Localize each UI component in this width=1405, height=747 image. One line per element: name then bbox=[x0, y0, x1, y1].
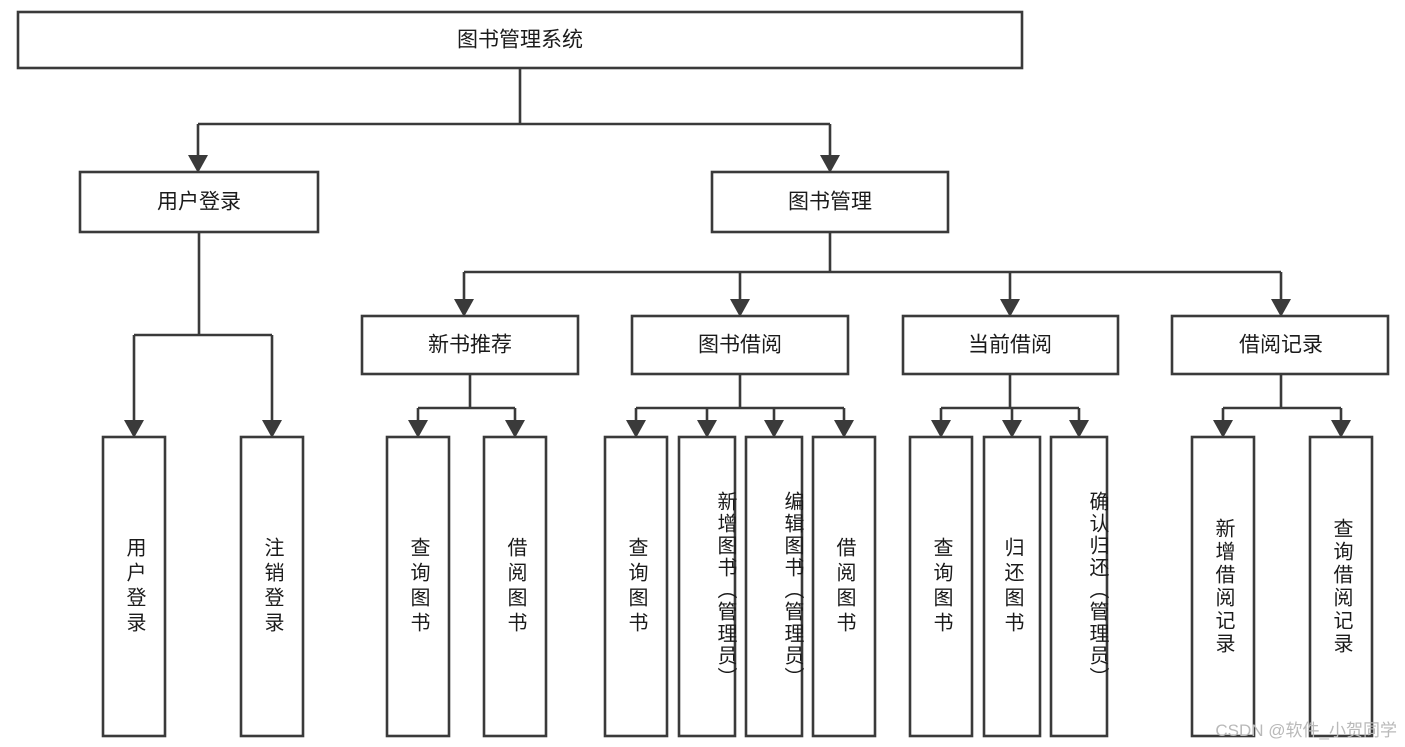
node-root-rect[interactable] bbox=[16, 10, 1024, 70]
node-leaf-logout-rect[interactable] bbox=[239, 435, 305, 738]
node-borrow-records-label: 借阅记录 bbox=[1239, 334, 1323, 357]
node-leaf-add-record-rect[interactable] bbox=[1190, 435, 1256, 738]
arrowhead-new-book-recommend bbox=[454, 299, 474, 317]
arrowhead-leaf-borrow-book-bor bbox=[834, 420, 854, 438]
node-leaf-confirm-return-rect[interactable] bbox=[1049, 435, 1109, 738]
node-leaf-query-book-rec-rect[interactable] bbox=[385, 435, 451, 738]
node-root[interactable]: 图书管理系统 bbox=[16, 10, 1024, 70]
watermark-text: CSDN @软件_小贺同学 bbox=[1215, 721, 1397, 740]
node-layer-horizontal: 图书管理系统 用户登录 图书管理 新书推荐 图书借阅 当前借阅 bbox=[16, 10, 1390, 376]
node-current-borrow-label: 当前借阅 bbox=[968, 334, 1052, 357]
arrowhead-leaf-add-record bbox=[1213, 420, 1233, 438]
node-book-borrow-rect[interactable] bbox=[630, 314, 850, 376]
arrowhead-borrow-records bbox=[1271, 299, 1291, 317]
node-leaf-borrow-book-bor-rect[interactable] bbox=[811, 435, 877, 738]
node-leaf-return-book-rect[interactable] bbox=[982, 435, 1042, 738]
arrowhead-leaf-query-book-rec bbox=[408, 420, 428, 438]
node-leaf-query-book-cur-rect[interactable] bbox=[908, 435, 974, 738]
node-leaf-query-book-bor-rect[interactable] bbox=[603, 435, 669, 738]
node-book-management[interactable]: 图书管理 bbox=[710, 170, 950, 234]
arrowhead-leaf-confirm-return bbox=[1069, 420, 1089, 438]
arrowhead-leaf-query-book-cur bbox=[931, 420, 951, 438]
node-book-management-label: 图书管理 bbox=[788, 191, 872, 214]
node-leaf-borrow-book-rec-rect[interactable] bbox=[482, 435, 548, 738]
node-layer-leaves bbox=[101, 435, 1374, 738]
arrowhead-leaf-user-login bbox=[124, 420, 144, 438]
node-new-book-recommend-label: 新书推荐 bbox=[428, 334, 512, 357]
arrowhead-leaf-borrow-book-rec bbox=[505, 420, 525, 438]
arrowhead-leaf-add-book bbox=[697, 420, 717, 438]
arrowhead-leaf-query-record bbox=[1331, 420, 1351, 438]
node-user-login[interactable]: 用户登录 bbox=[78, 170, 320, 234]
connector-layer bbox=[124, 68, 1351, 438]
node-book-borrow-label: 图书借阅 bbox=[698, 334, 782, 357]
arrowhead-book-borrow bbox=[730, 299, 750, 317]
node-new-book-recommend[interactable]: 新书推荐 bbox=[360, 314, 580, 376]
node-book-management-rect[interactable] bbox=[710, 170, 950, 234]
node-borrow-records-rect[interactable] bbox=[1170, 314, 1390, 376]
node-current-borrow-rect[interactable] bbox=[901, 314, 1120, 376]
node-current-borrow[interactable]: 当前借阅 bbox=[901, 314, 1120, 376]
arrowhead-leaf-return-book bbox=[1002, 420, 1022, 438]
arrowhead-current-borrow bbox=[1000, 299, 1020, 317]
node-book-borrow[interactable]: 图书借阅 bbox=[630, 314, 850, 376]
node-leaf-query-record-rect[interactable] bbox=[1308, 435, 1374, 738]
node-new-book-recommend-rect[interactable] bbox=[360, 314, 580, 376]
node-root-label: 图书管理系统 bbox=[457, 29, 583, 52]
arrowhead-leaf-query-book-bor bbox=[626, 420, 646, 438]
arrowhead-leaf-logout bbox=[262, 420, 282, 438]
node-leaf-add-book-rect[interactable] bbox=[677, 435, 737, 738]
arrowhead-user-login bbox=[188, 155, 208, 173]
node-borrow-records[interactable]: 借阅记录 bbox=[1170, 314, 1390, 376]
node-user-login-rect[interactable] bbox=[78, 170, 320, 234]
arrowhead-book-management bbox=[820, 155, 840, 173]
arrowhead-leaf-edit-book bbox=[764, 420, 784, 438]
node-user-login-label: 用户登录 bbox=[157, 191, 241, 214]
node-leaf-edit-book-rect[interactable] bbox=[744, 435, 804, 738]
node-leaf-user-login-rect[interactable] bbox=[101, 435, 167, 738]
